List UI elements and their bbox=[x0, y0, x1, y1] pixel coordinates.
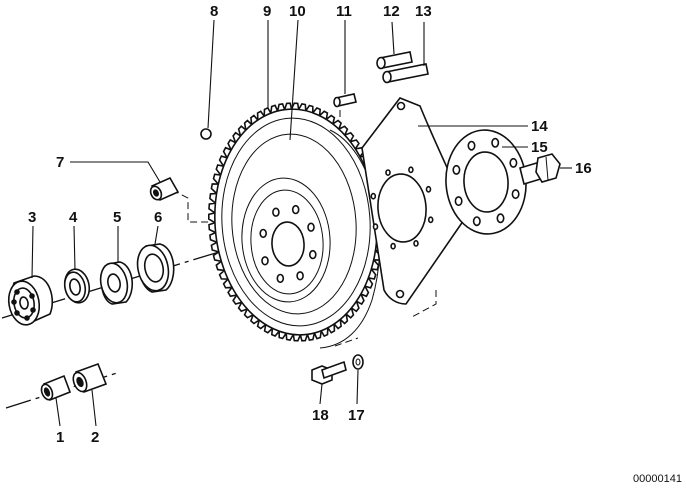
callout-10: 10 bbox=[289, 3, 306, 20]
cover-plate-hole bbox=[413, 239, 419, 247]
callout-14: 14 bbox=[531, 118, 548, 135]
flange-ring-hole bbox=[511, 189, 520, 200]
cover-plate-hole bbox=[408, 166, 414, 174]
callout-18: 18 bbox=[312, 407, 329, 424]
flange-ring-hole bbox=[509, 157, 518, 168]
callout-11: 11 bbox=[336, 3, 352, 20]
flywheel-bolt-hole bbox=[291, 204, 300, 215]
flange-ring-hole bbox=[454, 196, 463, 207]
flywheel-bolt-hole bbox=[261, 256, 269, 266]
callout-7: 7 bbox=[56, 154, 64, 171]
pin-upper bbox=[376, 51, 413, 70]
large-sleeve bbox=[72, 362, 108, 394]
hex-bolt-lower bbox=[311, 360, 347, 385]
cover-plate-hole bbox=[385, 169, 391, 176]
callout-3: 3 bbox=[28, 209, 36, 226]
flywheel-ring-gear bbox=[208, 102, 384, 349]
callout-5: 5 bbox=[113, 209, 121, 226]
cover-plate-hole bbox=[370, 192, 377, 200]
flywheel-bolt-hole bbox=[296, 271, 304, 281]
flywheel-bolt-hole bbox=[308, 249, 317, 260]
dowel-sleeve bbox=[149, 176, 180, 202]
flange-ring-hole bbox=[472, 216, 481, 227]
callout-9: 9 bbox=[263, 3, 271, 20]
thin-washer bbox=[63, 268, 91, 304]
callout-4: 4 bbox=[69, 209, 78, 226]
flange-ring-hole bbox=[496, 213, 505, 224]
spacer-ring bbox=[99, 261, 133, 305]
ball-bearing bbox=[7, 275, 54, 326]
leader-lines bbox=[31, 19, 572, 427]
flywheel-bolt-hole bbox=[307, 222, 315, 232]
callout-12: 12 bbox=[383, 3, 400, 20]
callout-13: 13 bbox=[415, 3, 432, 20]
sealing-ring bbox=[136, 243, 175, 293]
callout-1: 1 bbox=[56, 429, 64, 446]
flywheel-bolt-hole bbox=[259, 228, 268, 239]
lock-washer bbox=[352, 354, 364, 370]
dowel-pin bbox=[333, 93, 357, 108]
flywheel-bolt-hole bbox=[272, 207, 280, 217]
callout-8: 8 bbox=[210, 3, 218, 20]
callout-15: 15 bbox=[531, 139, 548, 156]
hex-bolt-right bbox=[519, 153, 561, 186]
cover-plate-hole bbox=[425, 185, 432, 193]
flywheel-bolt-holes bbox=[259, 204, 317, 284]
document-number: 00000141 bbox=[633, 473, 682, 485]
cover-plate-hole bbox=[390, 242, 396, 250]
small-sleeve bbox=[40, 374, 72, 402]
small-ball bbox=[200, 128, 212, 140]
flywheel-bolt-hole bbox=[276, 273, 285, 284]
flange-ring-holes bbox=[452, 137, 520, 227]
callout-6: 6 bbox=[154, 209, 162, 226]
flange-ring bbox=[445, 129, 527, 235]
cover-plate-hole bbox=[427, 216, 434, 224]
pin-lower bbox=[382, 63, 429, 84]
cover-plate-holes bbox=[370, 166, 434, 250]
flange-ring-hole bbox=[467, 140, 476, 151]
callout-2: 2 bbox=[91, 429, 99, 446]
callout-labels: 1 2 3 4 5 6 7 8 9 10 11 12 13 14 15 16 1… bbox=[28, 3, 592, 446]
flange-ring-hole bbox=[491, 137, 500, 148]
flange-ring-hole bbox=[452, 164, 461, 175]
callout-17: 17 bbox=[348, 407, 365, 424]
cover-plate-hole bbox=[372, 223, 379, 231]
callout-16: 16 bbox=[575, 160, 592, 177]
